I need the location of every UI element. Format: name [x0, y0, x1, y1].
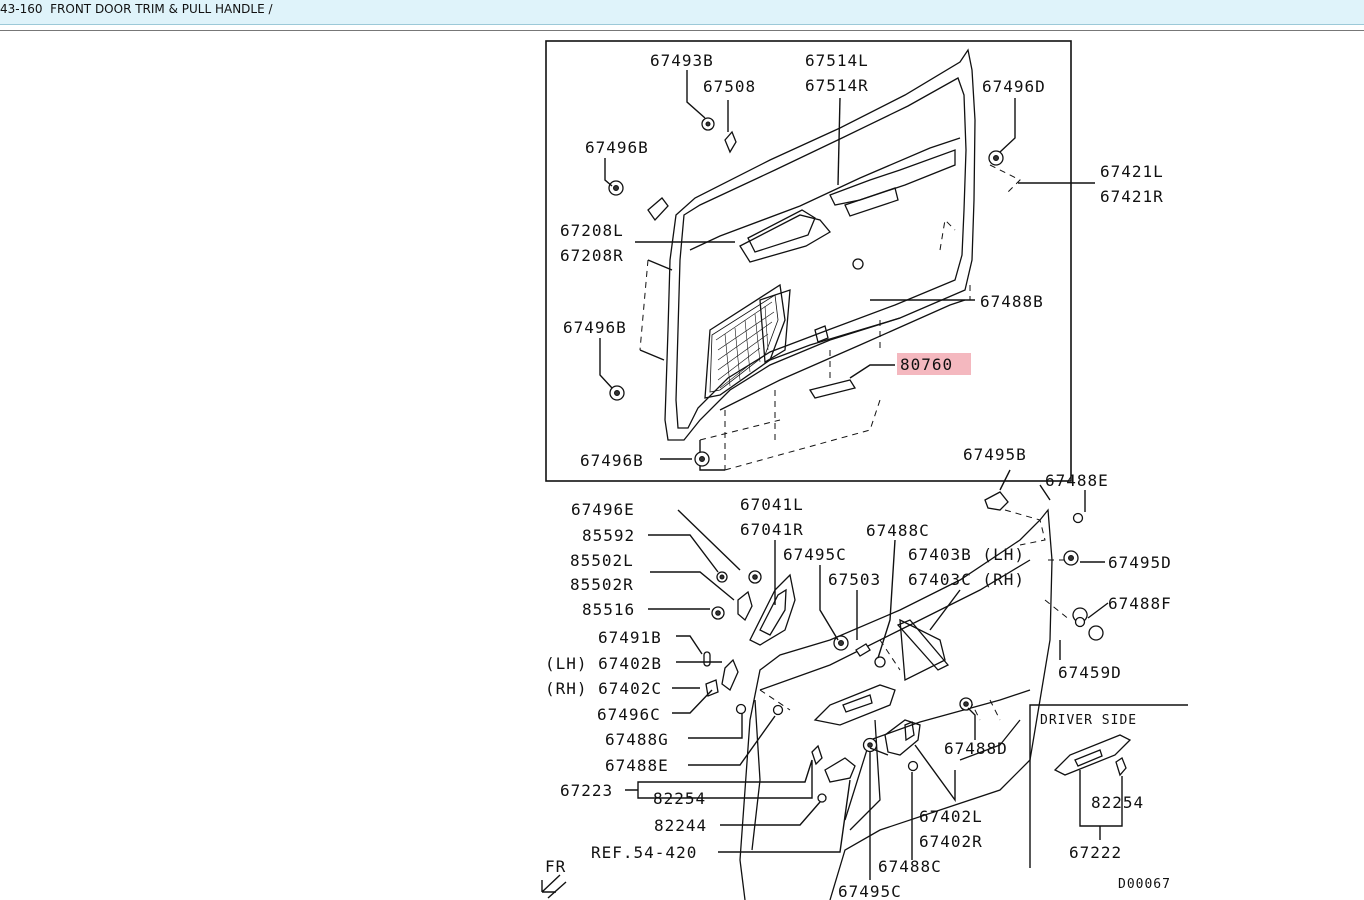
label-67402r: 67402R: [919, 832, 983, 851]
lower-labels: 67495B 67488E 67496E 67041L 67041R 67488…: [545, 445, 1172, 900]
label-67403c: 67403C (RH): [908, 570, 1025, 589]
upper-assembly-frame: [545, 40, 1072, 482]
label-67459d: 67459D: [1058, 663, 1122, 682]
label-85516: 85516: [582, 600, 635, 619]
handle-cover: [808, 379, 857, 399]
label-67488c-a: 67488C: [866, 521, 930, 540]
label-67493b: 67493B: [650, 51, 714, 70]
speaker-grille: [709, 294, 779, 393]
title-bar: 43-160 FRONT DOOR TRIM & PULL HANDLE /: [0, 0, 1364, 25]
label-67495c-b: 67495C: [838, 882, 902, 900]
label-67208r: 67208R: [560, 246, 624, 265]
label-67421r: 67421R: [1100, 187, 1164, 206]
pull-cup: [899, 618, 946, 682]
page-title: 43-160 FRONT DOOR TRIM & PULL HANDLE /: [0, 2, 273, 16]
label-67488d: 67488D: [944, 739, 1008, 758]
upper-labels: 67493B 67508 67514L 67514R 67496D 67496B…: [560, 51, 1164, 470]
switch-panel: [813, 684, 896, 726]
label-67041r: 67041R: [740, 520, 804, 539]
highlight-80760: [897, 353, 971, 375]
label-67496e: 67496E: [571, 500, 635, 519]
label-67402l: 67402L: [919, 807, 983, 826]
label-diagram-id: D00067: [1118, 877, 1171, 892]
label-67496c: 67496C: [597, 705, 661, 724]
label-67495d: 67495D: [1108, 553, 1172, 572]
label-67514r: 67514R: [805, 76, 869, 95]
upper-leader-lines: [599, 70, 1095, 460]
label-67496b-b: 67496B: [563, 318, 627, 337]
label-67402c: (RH) 67402C: [545, 679, 662, 698]
label-67496b-c: 67496B: [580, 451, 644, 470]
label-67491b: 67491B: [598, 628, 662, 647]
label-67488e-b: 67488E: [605, 756, 669, 775]
label-82254-b: 82254: [1091, 793, 1144, 812]
title-divider: [0, 30, 1364, 31]
label-67223: 67223: [560, 781, 613, 800]
inside-handle: [884, 719, 921, 756]
label-67488b: 67488B: [980, 292, 1044, 311]
label-67514l: 67514L: [805, 51, 869, 70]
label-67488e-a: 67488E: [1045, 471, 1109, 490]
front-direction-arrow: [541, 874, 567, 899]
label-82244: 82244: [654, 816, 707, 835]
label-67208l: 67208L: [560, 221, 624, 240]
upper-projection-lines: [639, 164, 1021, 471]
clip-parts-lower: [703, 512, 1104, 803]
label-67402b: (LH) 67402B: [545, 654, 662, 673]
label-driver-side: DRIVER SIDE: [1040, 713, 1137, 728]
delta-cover: [749, 573, 796, 646]
label-67041l: 67041L: [740, 495, 804, 514]
lower-leader-lines: [625, 469, 1109, 880]
label-67488g: 67488G: [605, 730, 669, 749]
label-67503: 67503: [828, 570, 881, 589]
label-85502l: 85502L: [570, 551, 634, 570]
label-67488f: 67488F: [1108, 594, 1172, 613]
label-67496d: 67496D: [982, 77, 1046, 96]
label-67222: 67222: [1069, 843, 1122, 862]
label-fr: FR: [545, 857, 566, 876]
clip-parts-upper: [608, 117, 1004, 467]
label-82254-a: 82254: [653, 789, 706, 808]
label-67508: 67508: [703, 77, 756, 96]
label-80760: 80760: [900, 355, 953, 374]
label-ref-54-420: REF.54-420: [591, 843, 697, 862]
label-67495c-a: 67495C: [783, 545, 847, 564]
door-trim-panel: [664, 48, 976, 441]
label-67403b: 67403B (LH): [908, 545, 1025, 564]
clip-67495b: [984, 491, 1009, 511]
label-85502r: 85502R: [570, 575, 634, 594]
driver-side-inset: [1029, 704, 1188, 868]
door-panel-lower: [739, 491, 1088, 900]
label-67495b: 67495B: [963, 445, 1027, 464]
label-67421l: 67421L: [1100, 162, 1164, 181]
label-67496b-a: 67496B: [585, 138, 649, 157]
label-67488c-b: 67488C: [878, 857, 942, 876]
label-85592: 85592: [582, 526, 635, 545]
